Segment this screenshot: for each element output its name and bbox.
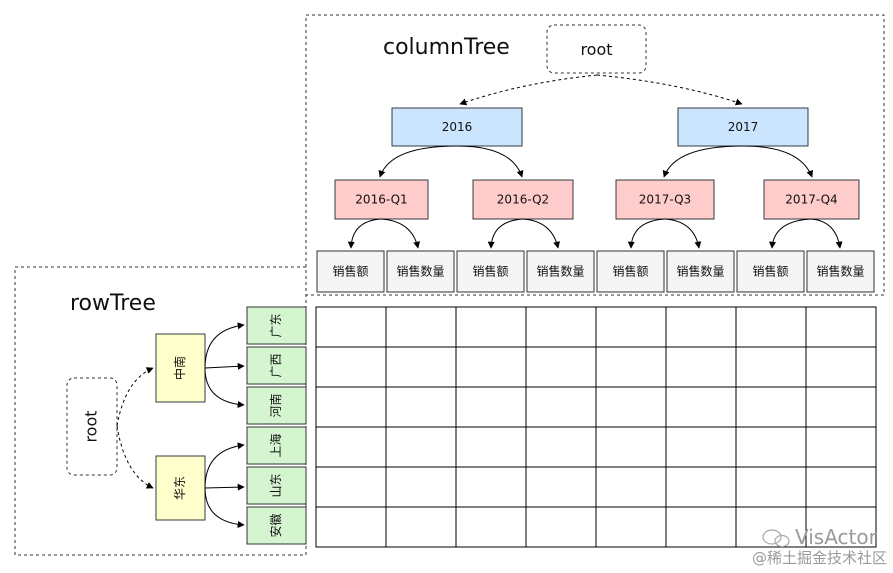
row-root-node [66, 377, 118, 476]
row-root-label: root [82, 410, 101, 442]
edge [810, 218, 843, 249]
edge-dashed [596, 74, 743, 106]
province-cell: 广东 [246, 306, 307, 345]
svg-text:华东: 华东 [173, 476, 187, 500]
measure-header-cell: 销售数量 [666, 250, 735, 293]
province-cell: 上海 [246, 426, 307, 465]
edge-dashed [116, 425, 154, 489]
watermark-community: @稀土掘金技术社区 [752, 549, 887, 567]
svg-text:销售额: 销售额 [472, 264, 508, 279]
svg-text:销售额: 销售额 [332, 264, 368, 279]
quarter-node: 2017-Q3 [615, 179, 715, 220]
edge [380, 218, 421, 249]
svg-text:广西: 广西 [269, 353, 283, 377]
edge [204, 483, 245, 491]
measure-header-cell: 销售数量 [526, 250, 595, 293]
region-node: 华东 [155, 455, 206, 521]
svg-text:中南: 中南 [172, 356, 187, 380]
province-cell: 河南 [246, 386, 307, 425]
column-tree-frame [305, 14, 885, 296]
edge [456, 145, 524, 178]
watermark: VisActor @稀土掘金技术社区 [752, 525, 887, 567]
watermark-brand: VisActor [795, 525, 878, 549]
edge [378, 145, 458, 178]
province-cell: 广西 [246, 346, 307, 385]
column-tree-title: columnTree [383, 35, 510, 60]
edge [627, 218, 666, 249]
svg-text:安徽: 安徽 [268, 513, 283, 537]
edge [487, 218, 524, 249]
svg-text:2017-Q4: 2017-Q4 [785, 193, 837, 207]
year-node: 2017 [677, 107, 809, 147]
edge [664, 218, 702, 249]
svg-text:销售额: 销售额 [752, 264, 788, 279]
edge [768, 218, 812, 249]
svg-text:2016-Q1: 2016-Q1 [355, 193, 407, 207]
edge-dashed [116, 367, 154, 427]
svg-text:销售数量: 销售数量 [816, 264, 864, 279]
svg-text:2016: 2016 [442, 120, 473, 134]
edge [204, 442, 245, 489]
edge [204, 487, 245, 529]
measure-header-cell: 销售数量 [386, 250, 455, 293]
quarter-node: 2017-Q4 [763, 179, 860, 220]
svg-text:2016-Q2: 2016-Q2 [497, 193, 549, 207]
measure-header-cell: 销售数量 [806, 250, 875, 293]
edge [204, 322, 245, 369]
province-cell: 山东 [246, 466, 307, 505]
measure-header-cell: 销售额 [456, 250, 525, 293]
edge [204, 367, 245, 409]
column-root-node [546, 24, 647, 74]
quarter-node: 2016-Q1 [334, 179, 429, 220]
edge [347, 218, 382, 249]
edge [522, 218, 561, 249]
svg-text:广东: 广东 [269, 313, 283, 337]
province-cell: 安徽 [246, 506, 307, 545]
edge [662, 145, 744, 178]
svg-text:河南: 河南 [268, 393, 283, 417]
row-tree-title: rowTree [70, 291, 156, 316]
region-node: 中南 [155, 333, 206, 403]
svg-text:销售数量: 销售数量 [536, 264, 584, 279]
svg-text:销售数量: 销售数量 [676, 264, 724, 279]
measure-header-cell: 销售额 [596, 250, 665, 293]
svg-text:上海: 上海 [268, 433, 283, 457]
column-root-label: root [580, 40, 612, 59]
year-node: 2016 [391, 107, 523, 147]
svg-text:销售数量: 销售数量 [396, 264, 444, 279]
edge-dashed [459, 74, 598, 106]
svg-text:2017: 2017 [728, 120, 759, 134]
body-grid [315, 306, 877, 548]
edge [742, 145, 813, 178]
svg-text:山东: 山东 [269, 473, 283, 497]
measure-header-cell: 销售额 [316, 250, 385, 293]
svg-text:销售额: 销售额 [612, 264, 648, 279]
wechat-icon [762, 529, 790, 548]
measure-header-cell: 销售额 [736, 250, 805, 293]
svg-text:2017-Q3: 2017-Q3 [639, 193, 691, 207]
quarter-node: 2016-Q2 [472, 179, 574, 220]
edge [204, 362, 245, 370]
